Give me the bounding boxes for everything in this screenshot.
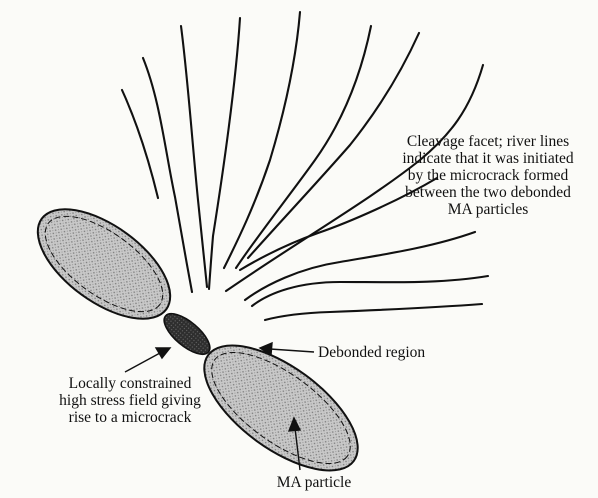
constrained-field-label: Locally constrained high stress field gi… <box>30 375 230 426</box>
arrow-constrained <box>125 353 160 372</box>
label-line: high stress field giving <box>30 392 230 409</box>
label-line: Locally constrained <box>30 375 230 392</box>
debonded-region-label: Debonded region <box>318 344 425 361</box>
arrowhead <box>156 348 170 358</box>
river-line <box>122 90 158 198</box>
arrow-debonded <box>270 349 314 352</box>
river-line <box>252 276 488 306</box>
ma-particle-label: MA particle <box>262 474 366 491</box>
label-line: rise to a microcrack <box>30 409 230 426</box>
river-line <box>209 18 240 289</box>
label-line: by the microcrack formed <box>388 167 588 184</box>
river-line <box>236 26 371 268</box>
river-line <box>245 232 475 300</box>
label-line: between the two debonded <box>388 184 588 201</box>
label-line: indicate that it was initiated <box>388 150 588 167</box>
label-line: MA particles <box>388 201 588 218</box>
river-line <box>265 304 482 320</box>
cleavage-facet-label: Cleavage facet; river lines indicate tha… <box>388 133 588 218</box>
river-line <box>224 12 300 268</box>
label-line: Cleavage facet; river lines <box>388 133 588 150</box>
ma-particle-upper <box>19 188 188 340</box>
